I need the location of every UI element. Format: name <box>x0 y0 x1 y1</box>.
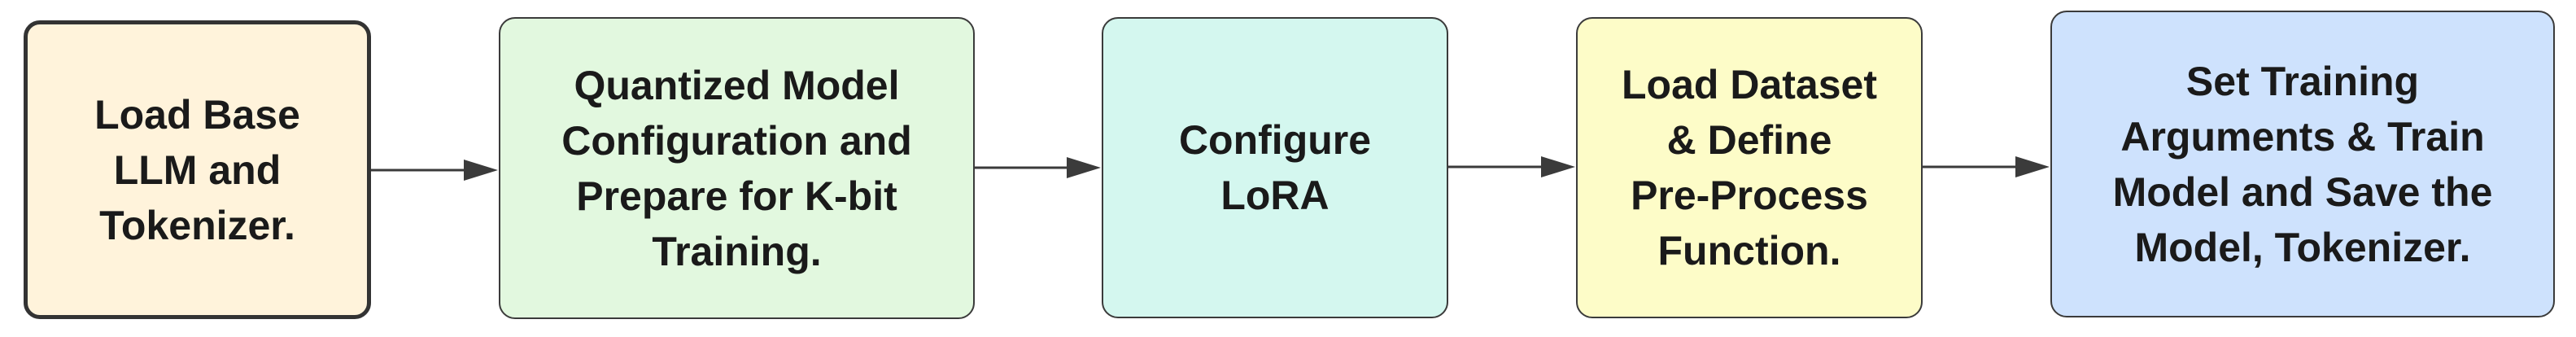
edge-1 <box>371 160 498 181</box>
arrowhead-icon <box>1067 157 1101 178</box>
node-label: Configure LoRA <box>1178 117 1372 218</box>
edge-3 <box>1448 156 1575 177</box>
node-label: Load Base LLM and Tokenizer. <box>94 91 300 248</box>
node-label: Set Training Arguments & Train Model and… <box>2112 58 2493 270</box>
arrowhead-icon <box>464 160 498 181</box>
node-configure-lora: Configure LoRA <box>1102 17 1448 318</box>
node-load-base-llm: Load Base LLM and Tokenizer. <box>24 20 371 319</box>
arrowhead-icon <box>1541 156 1575 177</box>
arrowhead-icon <box>2015 156 2050 177</box>
node-quantized-model-config: Quantized Model Configuration and Prepar… <box>499 17 975 319</box>
node-load-dataset: Load Dataset & Define Pre-Process Functi… <box>1576 17 1923 318</box>
node-label: Load Dataset & Define Pre-Process Functi… <box>1622 62 1877 274</box>
node-label: Quantized Model Configuration and Prepar… <box>561 62 912 274</box>
edge-4 <box>1923 156 2050 177</box>
node-set-training-args: Set Training Arguments & Train Model and… <box>2050 11 2555 317</box>
edge-2 <box>975 157 1101 178</box>
